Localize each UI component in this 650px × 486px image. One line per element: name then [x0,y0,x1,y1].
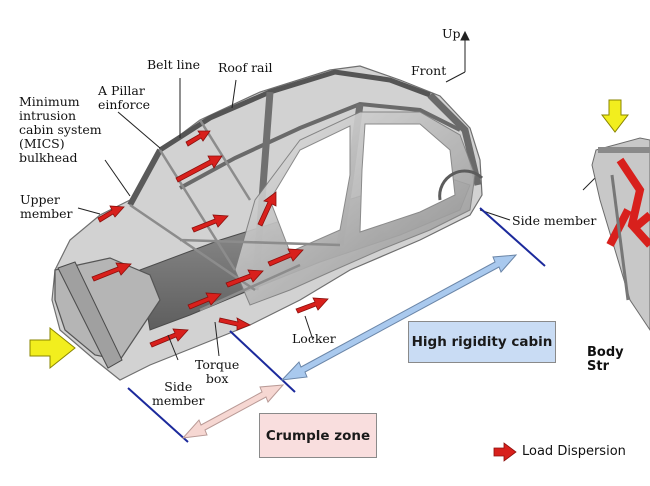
leader-line [167,334,179,361]
label-body-str: Body Str [587,345,624,374]
load-arrow [225,269,264,288]
bumper-beam [57,261,123,369]
load-arrow [191,214,229,233]
cabin-end-line [479,207,546,267]
crumple-zone-text: Crumple zone [265,427,371,444]
label-a-pillar: A Pillar einforce [98,83,150,112]
load-arrow [218,317,251,331]
label-belt-line: Belt line [147,57,201,72]
impact-arrow-top [600,99,630,133]
direction-indicator [445,30,470,83]
zone-markers [127,207,546,443]
label-upper-member: Upper member [20,192,73,221]
label-up: Up [442,26,461,41]
load-arrow [175,155,223,183]
leader-line [304,315,314,341]
crumple-zone-label: Crumple zone [259,413,377,458]
zone-divider-line [229,330,296,393]
high-rigidity-cabin-label: High rigidity cabin [408,321,556,363]
leader-lines [77,78,606,361]
a-pillar [127,148,163,207]
load-arrow [295,297,329,314]
cross-members [129,119,341,312]
label-torque-box: Torque box [195,357,240,386]
legend-arrow [493,442,517,462]
door-opening-rear [359,123,456,233]
label-locker: Locker [292,331,336,346]
leader-line [104,159,131,197]
load-arrow [185,130,211,147]
impact-arrow-front [29,326,76,370]
label-front: Front [411,63,447,78]
legend-load-dispersion: Load Dispersion [522,444,626,459]
body-structure-partial [591,137,650,331]
load-arrow [257,191,277,227]
leader-line [77,207,101,215]
load-arrow [187,292,222,310]
crumple-range-arrow [181,384,285,439]
load-arrow [97,205,125,223]
rear-wheel-arch [438,169,484,201]
label-roof-rail: Roof rail [218,60,273,75]
leader-line [231,79,237,109]
crumple-start-line [127,387,189,443]
load-dispersion-arrows [91,130,329,348]
leader-line [117,111,161,149]
load-arrow [267,248,304,267]
high-rigidity-cabin-text: High rigidity cabin [411,334,553,350]
label-mics-bulkhead: Minimum intrusion cabin system (MICS) bu… [19,94,102,165]
label-side-member: Side member [152,379,205,408]
leader-line [214,321,220,357]
cabin-range-arrow [280,254,518,381]
rear-pillar [427,92,482,186]
label-side-member-right: Side member [512,213,597,228]
load-arrow [91,262,132,282]
